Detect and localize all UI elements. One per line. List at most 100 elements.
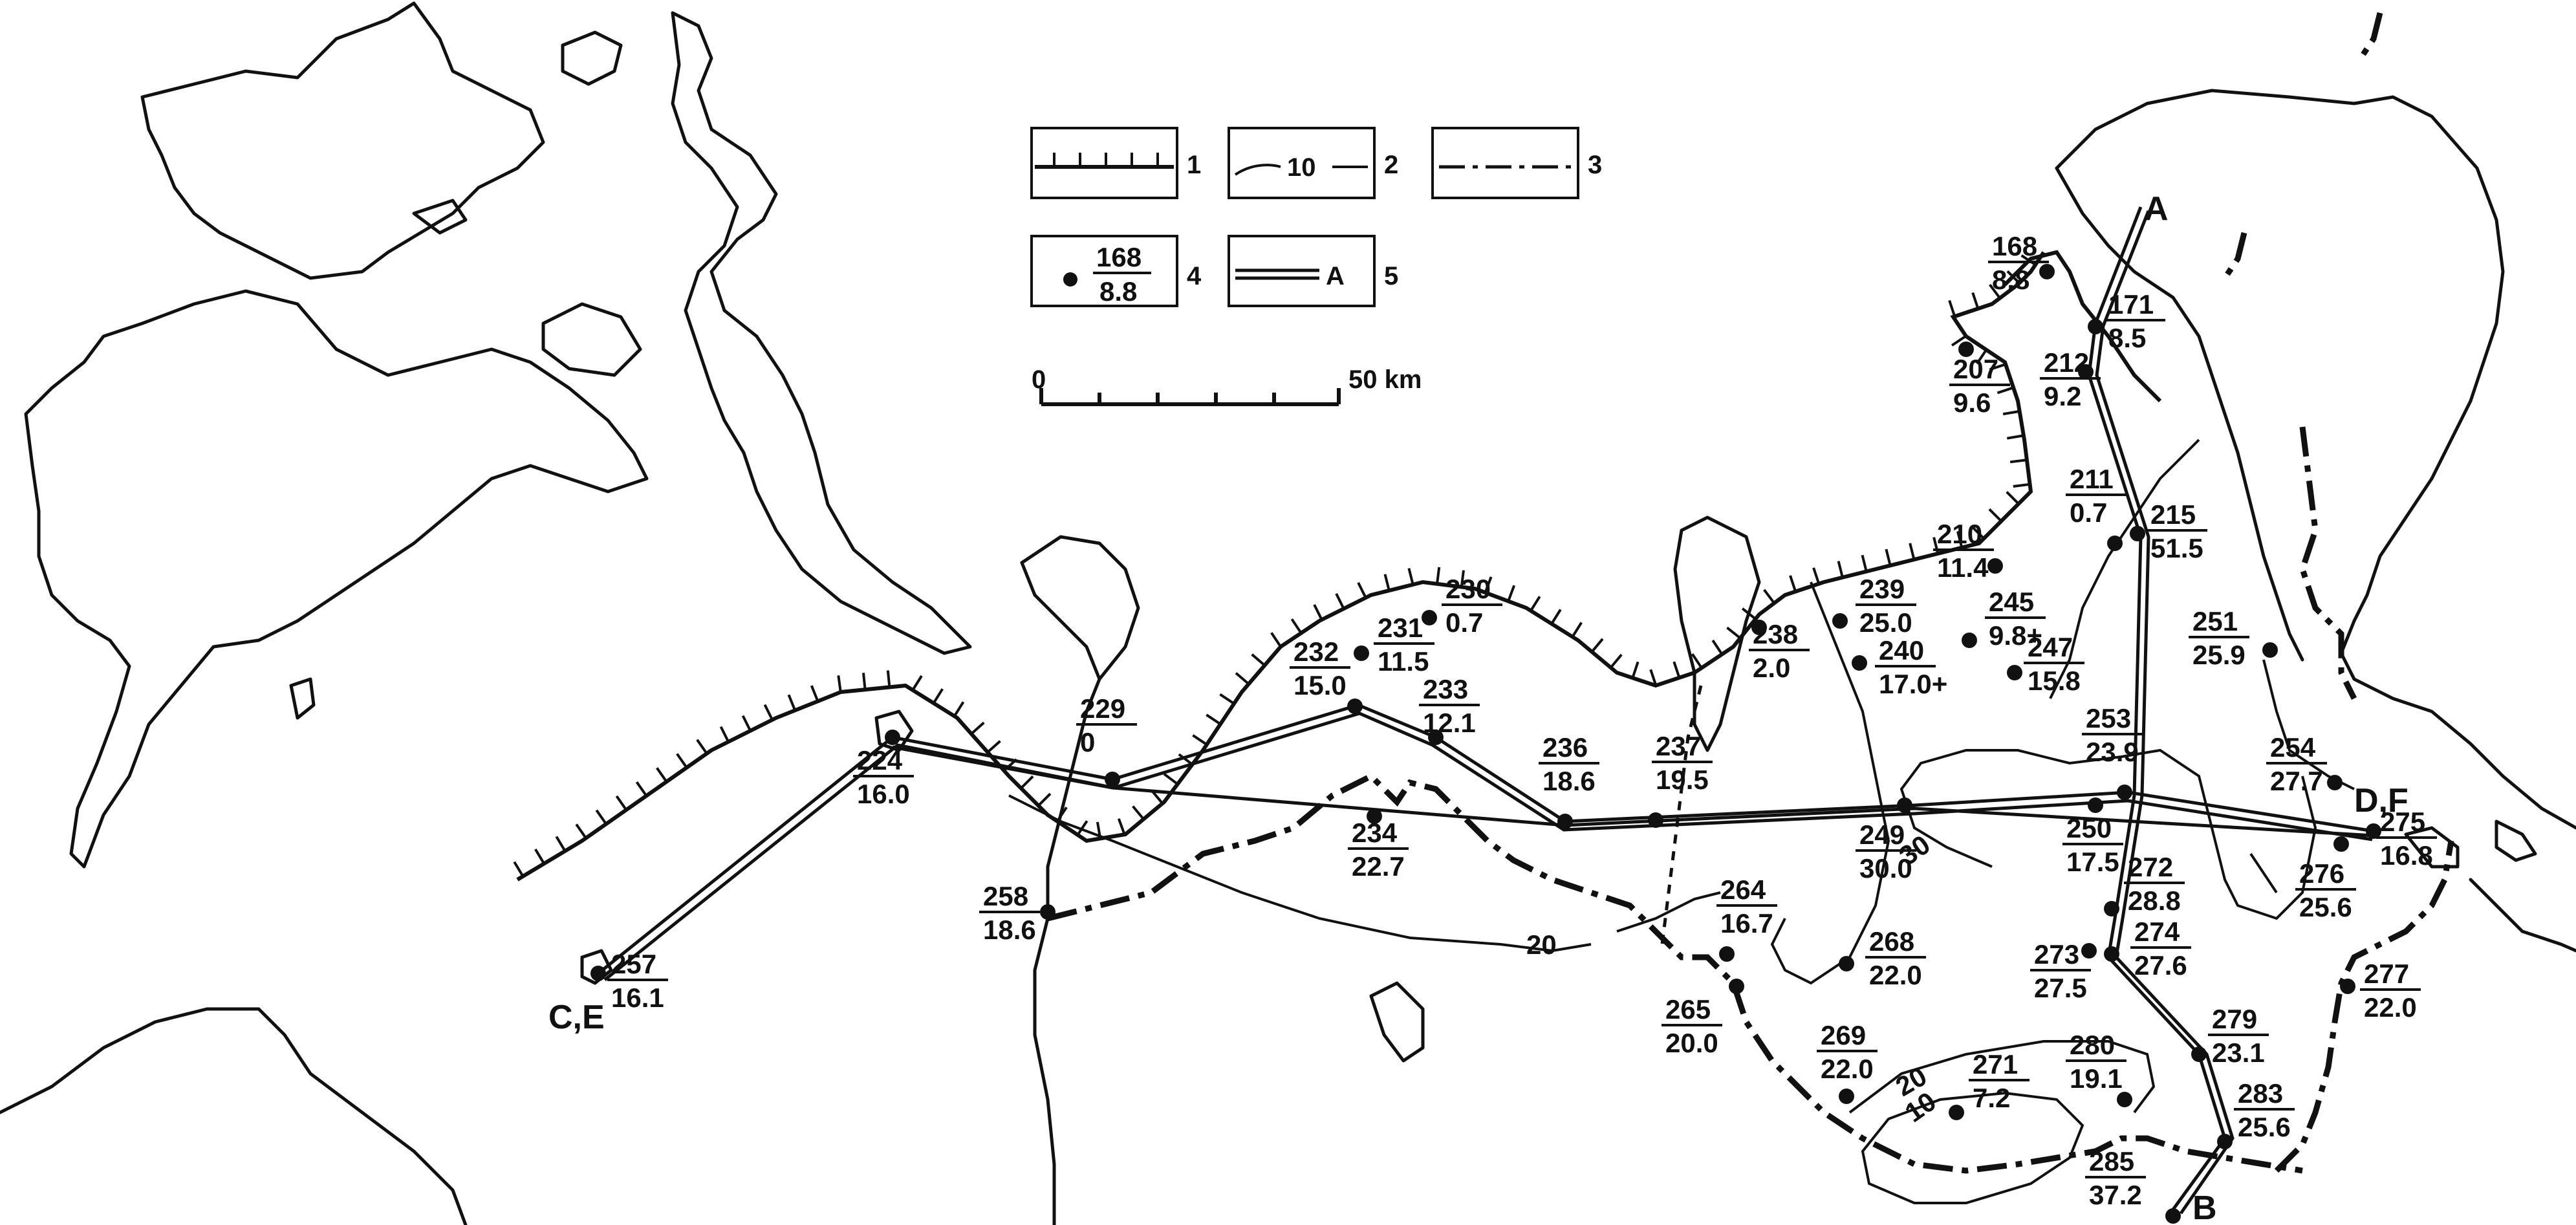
station-thickness: 25.6 — [2299, 892, 2352, 922]
legend-isoline-value: 10 — [1287, 153, 1316, 182]
station-number: 229 — [1080, 693, 1125, 724]
station-number: 212 — [2044, 347, 2089, 378]
isoline-20-south — [1848, 1040, 2156, 1114]
station-number: 168 — [1992, 231, 2037, 261]
station-thickness: 16.8 — [2380, 840, 2433, 871]
station-thickness: 20.0 — [1665, 1028, 1718, 1058]
station-dot — [1852, 655, 1867, 671]
scale-bar: 0 50 km — [1032, 365, 1422, 406]
isoline-20-main — [1008, 794, 1592, 953]
station-dot — [1367, 808, 1382, 824]
boundary-south — [1046, 772, 2303, 1174]
station-number: 274 — [2134, 916, 2180, 947]
station-dot — [1832, 613, 1848, 629]
station-dot — [2333, 836, 2349, 852]
coastline-sw-land — [0, 1007, 468, 1225]
coastline-east-isle-2 — [2495, 819, 2537, 862]
coastline-nw-island — [140, 1, 545, 280]
station-224: 224 16.0 — [853, 730, 914, 809]
station-number: 251 — [2192, 606, 2238, 636]
legend-box-4 — [1030, 235, 1178, 307]
legend-station-top: 168 — [1096, 242, 1142, 272]
station-dot — [2104, 901, 2119, 916]
station-dot — [2117, 785, 2132, 800]
station-number: 253 — [2086, 703, 2131, 733]
station-number: 269 — [1821, 1020, 1866, 1050]
station-253: 253 23.9 — [2082, 703, 2143, 800]
station-number: 268 — [1869, 926, 1914, 957]
coastline-islet-small-2 — [289, 677, 316, 720]
station-number: 233 — [1423, 674, 1468, 704]
station-thickness: 22.0 — [2364, 992, 2417, 1023]
legend-station-dot — [1063, 272, 1077, 287]
station-thickness: 11.4 — [1937, 552, 1989, 583]
profile-label-df: D,F — [2354, 782, 2408, 819]
coastline-north-peninsula — [671, 11, 972, 655]
station-thickness: 18.6 — [983, 915, 1036, 945]
station-dot — [2104, 946, 2119, 962]
profile-label-a: A — [2144, 190, 2169, 228]
station-number: 224 — [857, 745, 903, 775]
legend-num-2: 2 — [1384, 151, 1398, 179]
coastline-central-island — [1020, 535, 1140, 1225]
legend-profile-sample — [1235, 268, 1319, 280]
station-number: 285 — [2089, 1146, 2134, 1176]
station-dot — [1958, 341, 1974, 357]
station-thickness: 11.5 — [1378, 646, 1429, 677]
station-number: 232 — [1293, 636, 1339, 667]
station-dot — [2262, 642, 2278, 658]
station-thickness: 23.1 — [2212, 1037, 2265, 1068]
isoline-east-276 — [2249, 852, 2278, 894]
profile-label-b: B — [2192, 1189, 2217, 1225]
station-thickness: 27.6 — [2134, 950, 2187, 981]
station-dot — [2107, 536, 2123, 551]
coastline-se-land — [2469, 878, 2576, 953]
station-thickness: 2.0 — [1753, 653, 1790, 683]
coastline-central-island-2 — [1020, 561, 1101, 681]
boundary-east-3 — [2358, 12, 2383, 60]
legend-box-2 — [1228, 127, 1376, 199]
station-dot — [1751, 620, 1767, 635]
station-thickness: 16.0 — [857, 779, 910, 809]
profile-label-ce: C,E — [548, 999, 605, 1036]
station-thickness: 28.8 — [2128, 885, 2181, 916]
station-dot — [2366, 823, 2381, 839]
station-dot — [2007, 665, 2022, 680]
station-thickness: 0.7 — [2070, 497, 2107, 528]
station-thickness: 0.7 — [1445, 607, 1483, 638]
station-dot — [1648, 812, 1663, 828]
isoline-10-south — [1861, 1091, 2084, 1204]
coastline-east-bay — [2055, 166, 2304, 662]
station-dot — [2191, 1046, 2207, 1062]
coastline-east-land — [2055, 89, 2576, 830]
station-thickness: 23.9 — [2086, 737, 2139, 767]
station-dot — [2088, 797, 2103, 813]
station-thickness: 27.5 — [2034, 973, 2087, 1003]
legend-num-5: 5 — [1384, 262, 1398, 290]
station-thickness: 25.6 — [2238, 1112, 2291, 1142]
station-thickness: 18.6 — [1542, 766, 1596, 796]
station-number: 207 — [1953, 354, 1998, 384]
station-thickness: 15.8 — [2028, 666, 2081, 696]
station-thickness: 25.0 — [1859, 607, 1912, 638]
boundary-lines — [1046, 12, 2454, 1174]
profile-a-b — [2087, 206, 2227, 1211]
station-dot — [1354, 645, 1369, 661]
station-number: 276 — [2299, 858, 2344, 889]
station-thickness: 19.5 — [1656, 764, 1709, 795]
